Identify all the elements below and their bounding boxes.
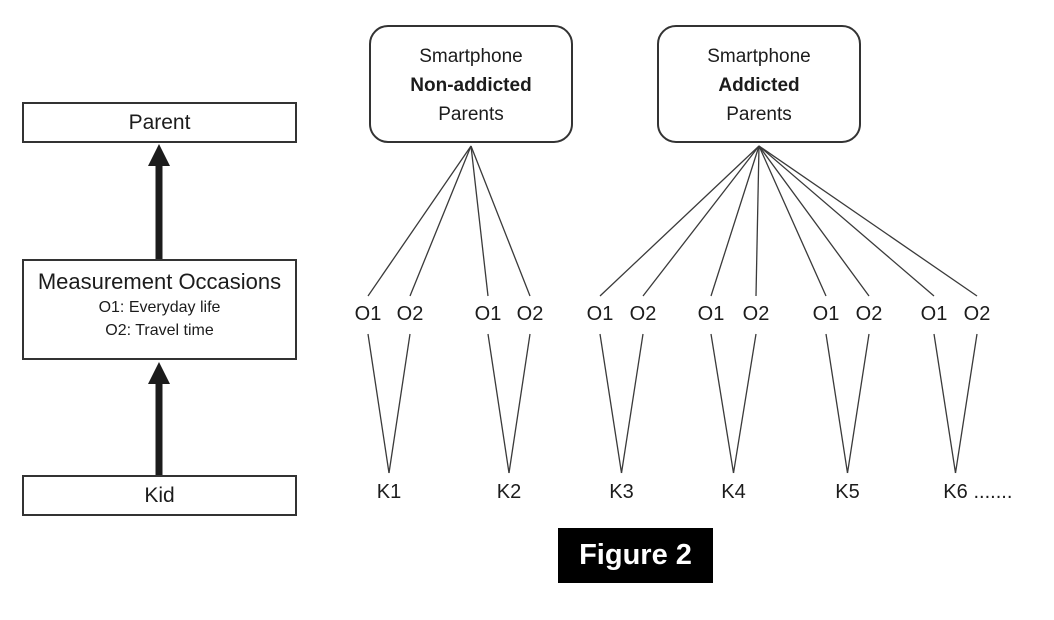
occasion-label: O1 [474, 303, 502, 325]
kid-label: K3 [609, 481, 634, 503]
fan-line-parent-to-occasion [599, 145, 760, 297]
occasion-label: O2 [396, 303, 424, 325]
line-occasion-to-kid [388, 333, 411, 474]
kid-label: K4 [721, 481, 746, 503]
occasion-label: O1 [354, 303, 382, 325]
line-occasion-to-kid [367, 333, 390, 474]
kid-ellipsis: ....... [973, 481, 1013, 503]
up-arrow-measurement-to-parent [148, 144, 170, 259]
occasion-label: O2 [516, 303, 544, 325]
figure-caption-text: Figure 2 [579, 539, 692, 571]
occasion-label: O2 [963, 303, 991, 325]
group-box-line: Parents [726, 104, 792, 125]
occasion-label: O1 [697, 303, 725, 325]
fan-line-parent-to-occasion [758, 145, 870, 297]
occasion-label: O2 [742, 303, 770, 325]
group-box-addicted-parents: Smartphone Addicted Parents [657, 25, 861, 143]
group-box-line: Smartphone [419, 46, 523, 67]
line-occasion-to-kid [487, 333, 510, 474]
line-occasion-to-kid [508, 333, 531, 474]
line-occasion-to-kid [599, 333, 623, 474]
occasion-label: O2 [855, 303, 883, 325]
figure-caption: Figure 2 [558, 528, 713, 583]
kid-label: K5 [835, 481, 860, 503]
measurement-occasion-item: O1: Everyday life [98, 299, 221, 316]
occasion-label: O1 [586, 303, 614, 325]
parent-box: Parent [22, 102, 297, 143]
occasion-label: O1 [812, 303, 840, 325]
parent-box-label: Parent [128, 111, 191, 134]
fan-line-parent-to-occasion [758, 145, 827, 297]
line-occasion-to-kid [732, 333, 757, 474]
fan-line-parent-to-occasion [470, 145, 489, 297]
fan-line-parent-to-occasion [710, 145, 760, 297]
group-box-line: Parents [438, 104, 504, 125]
occasion-label: O1 [920, 303, 948, 325]
fan-line-parent-to-occasion [470, 145, 531, 297]
fan-line-parent-to-occasion [367, 145, 472, 297]
fan-line-parent-to-occasion [758, 145, 978, 297]
group-box-line: Smartphone [707, 46, 811, 67]
fan-line-parent-to-occasion [755, 145, 760, 297]
fan-line-parent-to-occasion [758, 145, 935, 297]
group-box-line-bold: Addicted [718, 75, 800, 96]
measurement-occasions-title: Measurement Occasions [37, 269, 282, 294]
line-occasion-to-kid [846, 333, 870, 474]
kid-label: K6 [943, 481, 968, 503]
kid-box-label: Kid [144, 484, 175, 507]
line-occasion-to-kid [710, 333, 735, 474]
measurement-occasions-box: Measurement Occasions O1: Everyday life … [22, 259, 297, 360]
kid-label: K1 [376, 481, 402, 503]
group-box-non-addicted-parents: Smartphone Non-addicted Parents [369, 25, 573, 143]
up-arrow-kid-to-measurement [148, 362, 170, 475]
fan-line-parent-to-occasion [409, 145, 472, 297]
line-occasion-to-kid [933, 333, 957, 474]
line-occasion-to-kid [954, 333, 978, 474]
occasion-label: O2 [629, 303, 657, 325]
line-occasion-to-kid [825, 333, 849, 474]
kid-label: K2 [496, 481, 522, 503]
measurement-occasion-item: O2: Travel time [105, 322, 214, 339]
line-occasion-to-kid [620, 333, 644, 474]
group-box-line-bold: Non-addicted [410, 75, 532, 96]
kid-box: Kid [22, 475, 297, 516]
fan-line-parent-to-occasion [642, 145, 760, 297]
